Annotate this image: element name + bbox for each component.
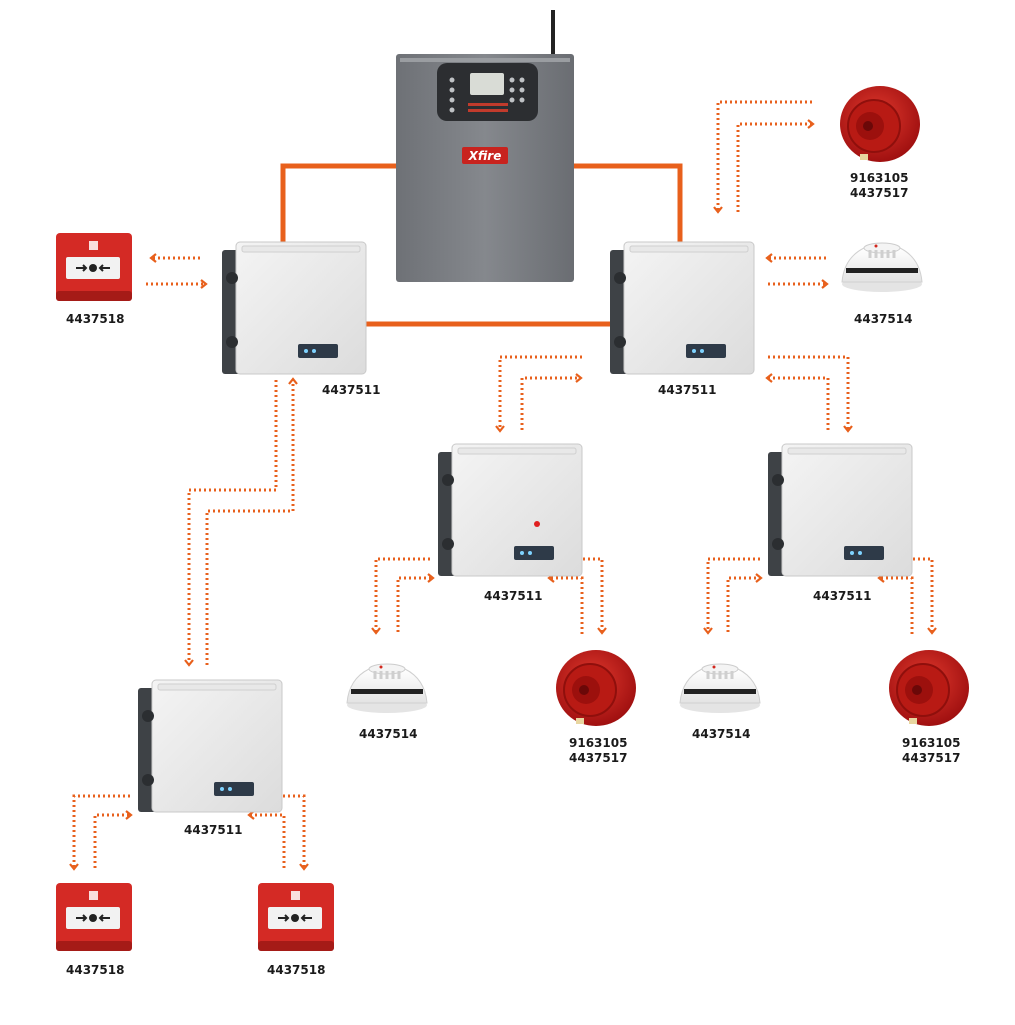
callpoint-bottomright-label: 4437518: [267, 963, 326, 977]
sounder-right[interactable]: [889, 650, 969, 726]
hub-farright-label: 4437511: [813, 589, 872, 603]
link-hubfar-to-hubright: [765, 373, 830, 430]
link-detector-to-hubfar: [726, 573, 763, 632]
wireless-links: [69, 100, 937, 871]
detector-mid-label: 4437514: [359, 727, 418, 741]
link-cp-bottomleft-to-hub: [93, 810, 133, 868]
sounder-right-label: 9163105 4437517: [902, 736, 960, 766]
callpoint-topleft[interactable]: [56, 233, 132, 301]
hub-farright-repeater[interactable]: [768, 443, 913, 577]
sounder-mid-code1: 9163105: [569, 736, 628, 750]
sounder-right-code2: 4437517: [902, 751, 961, 765]
sounder-mid-code2: 4437517: [569, 751, 628, 765]
sounder-mid-label: 9163105 4437517: [569, 736, 627, 766]
detector-topright[interactable]: [841, 242, 923, 292]
hub-left-repeater[interactable]: [222, 241, 367, 375]
detector-topright-label: 4437514: [854, 312, 913, 326]
sounder-topright-code1: 9163105: [850, 171, 909, 185]
detector-mid[interactable]: [346, 663, 428, 713]
control-panel[interactable]: [396, 10, 574, 282]
sounder-right-code1: 9163105: [902, 736, 961, 750]
status-led: [534, 521, 540, 527]
panel-brand: Xfire: [468, 149, 502, 163]
sounder-topright-label: 9163105 4437517: [850, 171, 908, 201]
detector-right-label: 4437514: [692, 727, 751, 741]
callpoint-bottomright[interactable]: [258, 883, 334, 951]
hub-mid-label: 4437511: [484, 589, 543, 603]
hub-bottom-label: 4437511: [184, 823, 243, 837]
callpoint-topleft-label: 4437518: [66, 312, 125, 326]
link-hubright-to-hubmid: [495, 355, 582, 433]
link-hubfar-to-detector: [703, 557, 760, 635]
detector-right[interactable]: [679, 663, 761, 713]
link-sounder-to-hubmid: [547, 573, 584, 634]
sounder-topright-code2: 4437517: [850, 186, 909, 200]
link-hub-right-to-sounder: [736, 119, 815, 212]
callpoint-bottomleft-label: 4437518: [66, 963, 125, 977]
link-hubbottom-to-hubleft: [205, 377, 298, 665]
hub-bottom-repeater[interactable]: [138, 679, 283, 813]
link-hubmid-to-detector: [371, 557, 430, 635]
hub-right-repeater[interactable]: [610, 241, 755, 375]
wired-loop: [280, 163, 683, 327]
link-hub-to-cp-bottomleft: [69, 794, 130, 871]
link-hubright-to-hubfar: [768, 355, 853, 433]
hub-mid-repeater[interactable]: [438, 443, 583, 577]
hub-left-label: 4437511: [322, 383, 381, 397]
link-sounder-to-hubfar: [877, 573, 914, 634]
callpoint-bottomleft[interactable]: [56, 883, 132, 951]
link-sounder-to-hub-right: [713, 100, 812, 214]
link-detector-to-hubmid: [396, 573, 435, 632]
link-hubmid-to-hubright: [520, 373, 583, 430]
link-hubleft-to-hubbottom: [184, 380, 278, 667]
link-cp-bottomright-to-hub: [247, 810, 286, 868]
sounder-topright[interactable]: [840, 86, 920, 162]
sounder-mid[interactable]: [556, 650, 636, 726]
hub-right-label: 4437511: [658, 383, 717, 397]
